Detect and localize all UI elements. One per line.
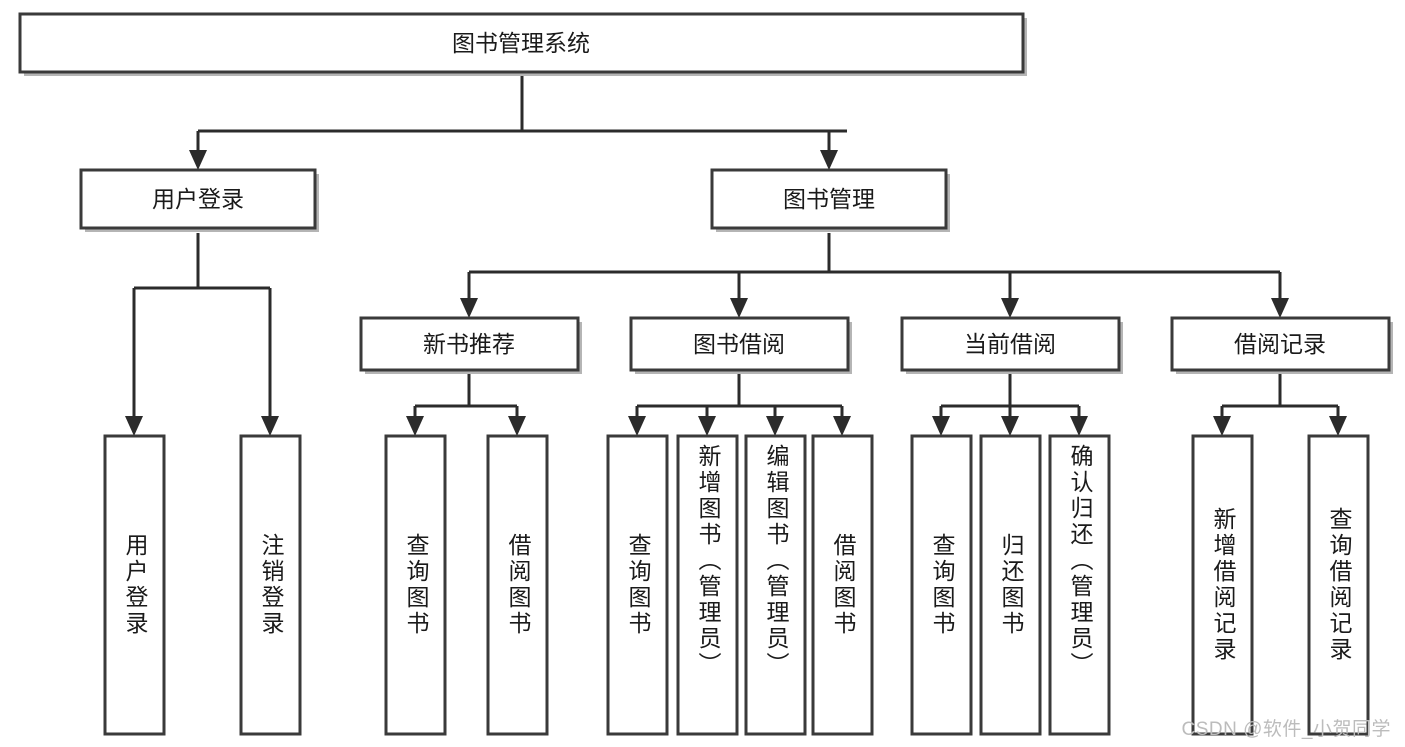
leaf-box-query-book-1[interactable]	[384, 434, 447, 736]
arrow-bb-to-leaf3-icon	[766, 416, 784, 436]
node-book-manage-box[interactable]	[710, 168, 948, 230]
leaf-box-user-login[interactable]	[103, 434, 166, 736]
node-book-borrow-label: 图书借阅	[693, 331, 785, 357]
node-borrow-record-label: 借阅记录	[1234, 331, 1326, 357]
node-book-borrow-box[interactable]	[629, 316, 850, 372]
node-user-login-box[interactable]	[79, 168, 317, 230]
leaf-box-edit-book[interactable]	[744, 434, 807, 736]
node-borrow-record[interactable]: 借阅记录	[1170, 316, 1393, 374]
leaf-box-return-book[interactable]	[979, 434, 1042, 736]
arrow-cb-to-leaf2-icon	[1001, 416, 1019, 436]
node-book-manage-label: 图书管理	[783, 186, 875, 212]
leaf-box-borrow-book-1[interactable]	[486, 434, 549, 736]
arrow-br-to-leaf2-icon	[1329, 416, 1347, 436]
leaf-box-add-book[interactable]	[676, 434, 739, 736]
leaf-box-query-book-2[interactable]	[606, 434, 669, 736]
arrow-user-login-to-leaf1-icon	[125, 416, 143, 436]
leaf-box-query-record[interactable]	[1307, 434, 1370, 736]
arrow-br-to-leaf1-icon	[1213, 416, 1231, 436]
arrow-cb-to-leaf1-icon	[932, 416, 950, 436]
edge-group-new-book-recommend	[406, 374, 526, 436]
node-new-book-recommend[interactable]: 新书推荐	[359, 316, 582, 374]
arrow-root-to-book-manage-icon	[820, 150, 838, 170]
node-new-book-recommend-box[interactable]	[359, 316, 580, 372]
edge-group-book-borrow	[628, 374, 851, 436]
arrow-bb-to-leaf1-icon	[628, 416, 646, 436]
arrow-cb-to-leaf3-icon	[1070, 416, 1088, 436]
edge-group-borrow-record	[1213, 374, 1347, 436]
node-current-borrow-label: 当前借阅	[964, 331, 1056, 357]
node-root-box[interactable]	[18, 12, 1025, 74]
leaf-box-borrow-book-2[interactable]	[811, 434, 874, 736]
leaf-box-confirm-return[interactable]	[1048, 434, 1111, 736]
arrow-bm-to-current-borrow-icon	[1001, 298, 1019, 318]
node-root[interactable]: 图书管理系统	[18, 12, 1027, 76]
arrow-root-to-user-login-icon	[189, 150, 207, 170]
edge-group-user-login	[125, 233, 279, 436]
arrow-bb-to-leaf4-icon	[833, 416, 851, 436]
arrow-user-login-to-leaf2-icon	[261, 416, 279, 436]
node-current-borrow[interactable]: 当前借阅	[900, 316, 1123, 374]
edge-group-current-borrow	[932, 374, 1088, 436]
arrow-bm-to-book-borrow-icon	[730, 298, 748, 318]
node-user-login[interactable]: 用户登录	[79, 168, 319, 232]
arrow-nbr-to-leaf2-icon	[508, 416, 526, 436]
arrow-bm-to-new-book-icon	[460, 298, 478, 318]
node-root-label: 图书管理系统	[452, 30, 590, 56]
node-borrow-record-box[interactable]	[1170, 316, 1391, 372]
leaf-box-logout[interactable]	[239, 434, 302, 736]
csdn-watermark: CSDN @软件_小贺同学	[1181, 719, 1391, 740]
arrow-bb-to-leaf2-icon	[698, 416, 716, 436]
edge-group-root	[189, 76, 847, 170]
leaf-box-query-book-3[interactable]	[910, 434, 973, 736]
node-book-manage[interactable]: 图书管理	[710, 168, 950, 232]
node-book-borrow[interactable]: 图书借阅	[629, 316, 852, 374]
node-current-borrow-box[interactable]	[900, 316, 1121, 372]
arrow-bm-to-borrow-record-icon	[1271, 298, 1289, 318]
edge-group-book-manage	[460, 233, 1289, 318]
node-new-book-recommend-label: 新书推荐	[423, 331, 515, 357]
leaf-boxes	[103, 434, 1370, 736]
arrow-nbr-to-leaf1-icon	[406, 416, 424, 436]
node-user-login-label: 用户登录	[152, 186, 244, 212]
leaf-box-add-record[interactable]	[1191, 434, 1254, 736]
